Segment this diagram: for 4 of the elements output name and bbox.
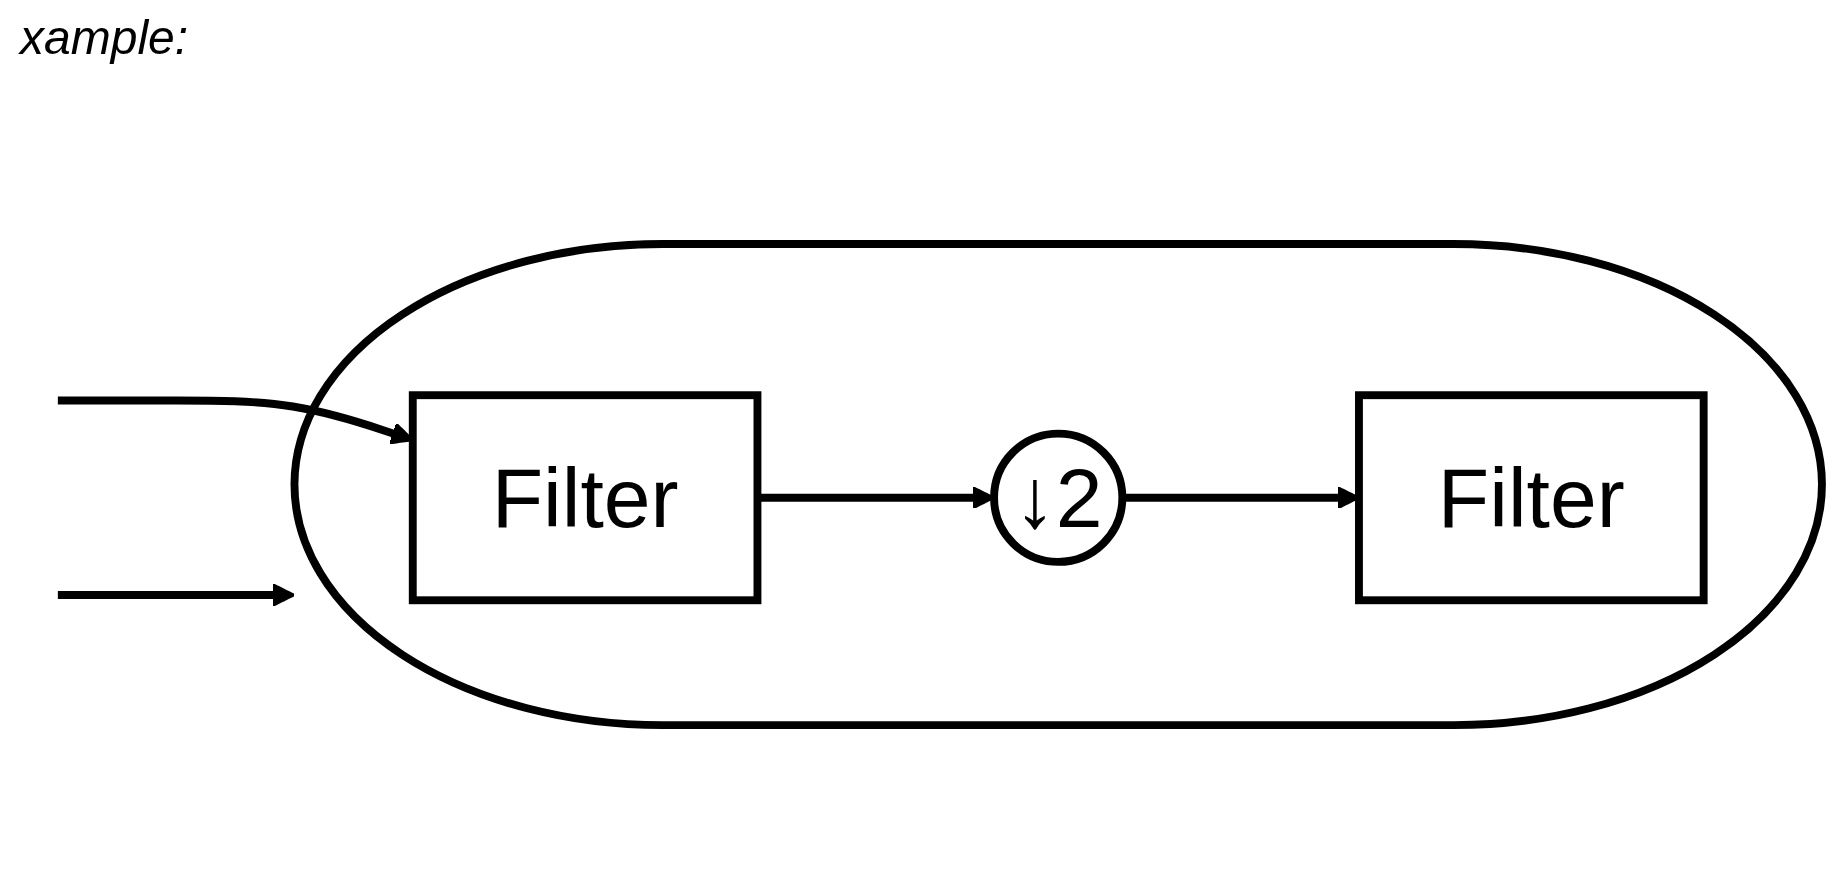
node-circle: ↓2 — [990, 430, 1127, 567]
node-box: Filter — [1355, 391, 1708, 605]
node-box: Filter — [408, 391, 762, 605]
heading-text: xample: — [20, 10, 189, 65]
